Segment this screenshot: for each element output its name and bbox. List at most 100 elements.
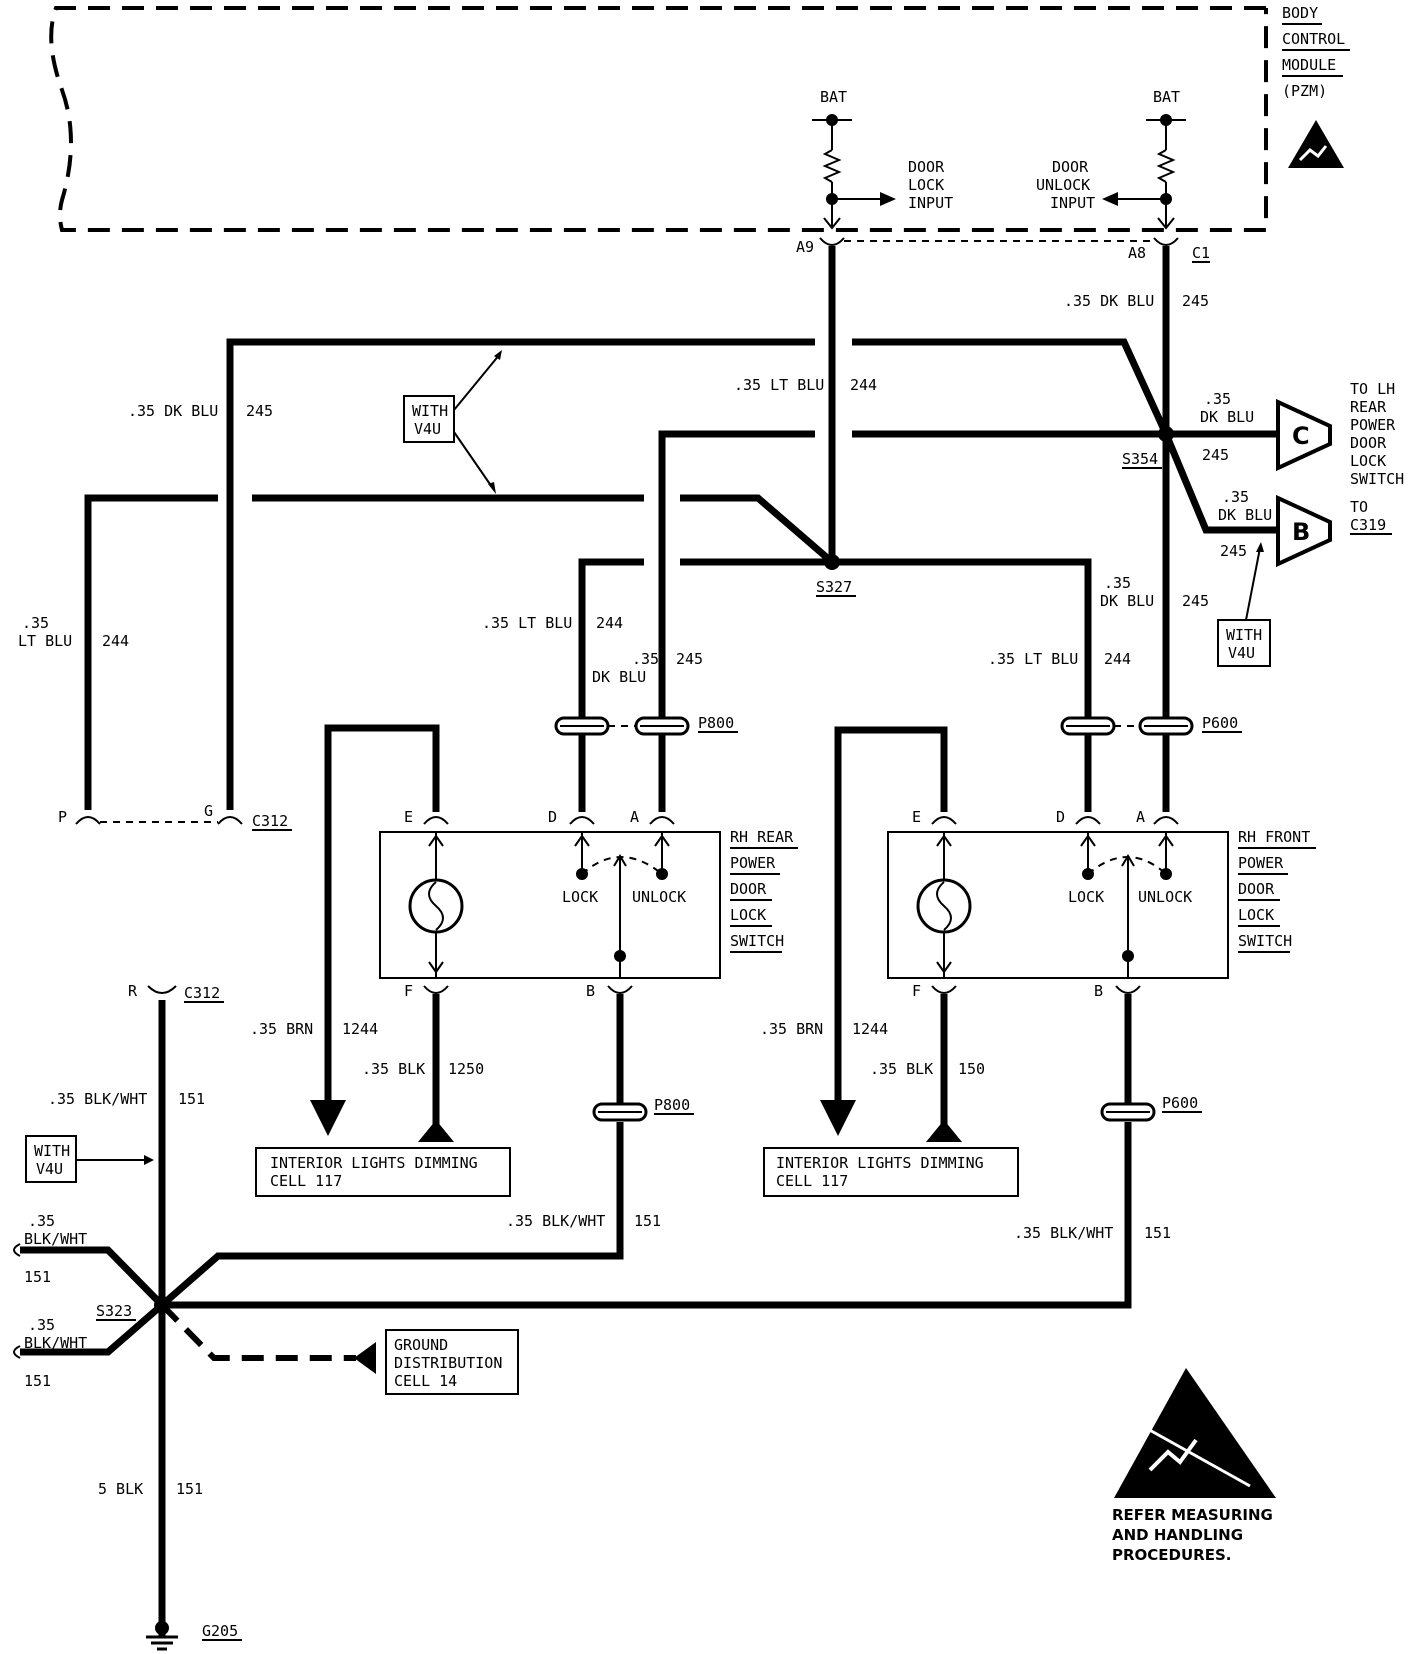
svg-text:.35: .35: [28, 1316, 55, 1334]
rh-front-switch: E D A F B LOCK UNLOCK RH FRONT POWER DOO…: [887, 808, 1316, 1000]
svg-text:.35: .35: [1104, 574, 1131, 592]
svg-text:POWER: POWER: [1238, 854, 1284, 872]
svg-text:DOOR: DOOR: [1238, 880, 1275, 898]
svg-text:.35 DK BLU: .35 DK BLU: [1064, 292, 1154, 310]
svg-text:SWITCH: SWITCH: [1238, 932, 1292, 950]
svg-text:C319: C319: [1350, 516, 1386, 534]
svg-text:DOOR: DOOR: [730, 880, 767, 898]
svg-text:DK BLU: DK BLU: [1218, 506, 1272, 524]
svg-text:.35 LT BLU: .35 LT BLU: [482, 614, 572, 632]
svg-text:DOOR: DOOR: [1350, 434, 1387, 452]
svg-text:DK BLU: DK BLU: [1200, 408, 1254, 426]
svg-text:BLK/WHT: BLK/WHT: [24, 1334, 87, 1352]
svg-text:A: A: [630, 808, 639, 826]
svg-text:.35 BRN: .35 BRN: [250, 1020, 313, 1038]
svg-text:V4U: V4U: [36, 1160, 63, 1178]
svg-text:G: G: [204, 802, 213, 820]
svg-text:BODY: BODY: [1282, 4, 1318, 22]
svg-text:C312: C312: [184, 984, 220, 1002]
svg-text:TO: TO: [1350, 498, 1368, 516]
svg-text:BAT: BAT: [1153, 88, 1180, 106]
svg-text:SWITCH: SWITCH: [1350, 470, 1404, 488]
svg-text:CELL 117: CELL 117: [776, 1172, 848, 1190]
svg-text:TO LH: TO LH: [1350, 380, 1395, 398]
svg-text:.35: .35: [22, 614, 49, 632]
svg-text:245: 245: [246, 402, 273, 420]
svg-text:151: 151: [1144, 1224, 1171, 1242]
svg-text:151: 151: [178, 1090, 205, 1108]
svg-text:SWITCH: SWITCH: [730, 932, 784, 950]
svg-text:B: B: [586, 982, 595, 1000]
svg-text:P600: P600: [1202, 714, 1238, 732]
svg-text:DOOR: DOOR: [908, 158, 945, 176]
svg-text:1244: 1244: [342, 1020, 378, 1038]
svg-text:LOCK: LOCK: [1068, 888, 1104, 906]
svg-text:1244: 1244: [852, 1020, 888, 1038]
svg-text:.35: .35: [1204, 390, 1231, 408]
svg-text:.35 BLK/WHT: .35 BLK/WHT: [506, 1212, 605, 1230]
rear-dimming-arrow: [310, 1100, 346, 1136]
splice-s327: [824, 554, 840, 570]
wires: [20, 246, 1276, 1636]
svg-text:UNLOCK: UNLOCK: [1036, 176, 1090, 194]
front-dimming-arrow: [820, 1100, 856, 1136]
svg-text:REAR: REAR: [1350, 398, 1387, 416]
svg-text:DK BLU: DK BLU: [1100, 592, 1154, 610]
svg-text:WITH: WITH: [412, 402, 448, 420]
svg-text:AND HANDLING: AND HANDLING: [1112, 1526, 1243, 1544]
svg-text:E: E: [404, 808, 413, 826]
rear-blk-ground-symbol: [418, 1120, 454, 1142]
svg-text:CELL 14: CELL 14: [394, 1372, 457, 1390]
splice-s354-label: S354: [1122, 450, 1158, 468]
svg-text:BLK/WHT: BLK/WHT: [24, 1230, 87, 1248]
svg-text:REFER MEASURING: REFER MEASURING: [1112, 1506, 1273, 1524]
svg-text:DOOR: DOOR: [1052, 158, 1089, 176]
svg-text:151: 151: [176, 1480, 203, 1498]
svg-text:INPUT: INPUT: [1050, 194, 1095, 212]
svg-text:POWER: POWER: [730, 854, 776, 872]
svg-text:G205: G205: [202, 1622, 238, 1640]
svg-text:244: 244: [102, 632, 129, 650]
svg-text:244: 244: [596, 614, 623, 632]
svg-text:1250: 1250: [448, 1060, 484, 1078]
svg-text:LOCK: LOCK: [562, 888, 598, 906]
svg-text:E: E: [912, 808, 921, 826]
svg-text:.35 BLK: .35 BLK: [362, 1060, 425, 1078]
svg-text:R: R: [128, 982, 138, 1000]
svg-text:A9: A9: [796, 238, 814, 256]
door-lock-input-label: DOOR LOCK INPUT: [908, 158, 953, 212]
svg-text:P800: P800: [654, 1096, 690, 1114]
svg-text:MODULE: MODULE: [1282, 56, 1336, 74]
p800-top-connector: P800: [554, 714, 738, 736]
svg-text:D: D: [1056, 808, 1065, 826]
svg-text:.35: .35: [28, 1212, 55, 1230]
svg-text:245: 245: [1182, 592, 1209, 610]
svg-text:LOCK: LOCK: [908, 176, 944, 194]
svg-text:UNLOCK: UNLOCK: [632, 888, 686, 906]
svg-text:P600: P600: [1162, 1094, 1198, 1112]
svg-text:RH FRONT: RH FRONT: [1238, 828, 1310, 846]
svg-text:.35 BLK/WHT: .35 BLK/WHT: [48, 1090, 147, 1108]
svg-text:151: 151: [634, 1212, 661, 1230]
door-unlock-input-label: DOOR UNLOCK INPUT: [1036, 158, 1095, 212]
svg-text:5 BLK: 5 BLK: [98, 1480, 143, 1498]
svg-text:B: B: [1094, 982, 1103, 1000]
wire-labels: .35 DK BLU 245 .35 LT BLU 244 .35 DK BLU…: [18, 292, 1272, 1498]
svg-text:INTERIOR LIGHTS DIMMING: INTERIOR LIGHTS DIMMING: [776, 1154, 984, 1172]
bcm-connector-pins: A9 A8 C1: [796, 237, 1210, 263]
esd-large-icon: [1114, 1368, 1276, 1498]
p600-bottom-connector: P600: [1100, 1094, 1202, 1122]
p600-top-connector: P600: [1060, 714, 1242, 736]
svg-text:F: F: [912, 982, 921, 1000]
svg-text:P: P: [58, 808, 67, 826]
svg-text:245: 245: [676, 650, 703, 668]
svg-text:WITH: WITH: [34, 1142, 70, 1160]
svg-text:PROCEDURES.: PROCEDURES.: [1112, 1546, 1231, 1564]
svg-text:LOCK: LOCK: [1350, 452, 1386, 470]
p800-bottom-connector: P800: [592, 1096, 694, 1122]
svg-text:.35 DK BLU: .35 DK BLU: [128, 402, 218, 420]
svg-text:CELL 117: CELL 117: [270, 1172, 342, 1190]
ground-distribution-arrow: [354, 1342, 376, 1374]
svg-text:RH REAR: RH REAR: [730, 828, 794, 846]
splice-s327-label: S327: [816, 578, 852, 596]
